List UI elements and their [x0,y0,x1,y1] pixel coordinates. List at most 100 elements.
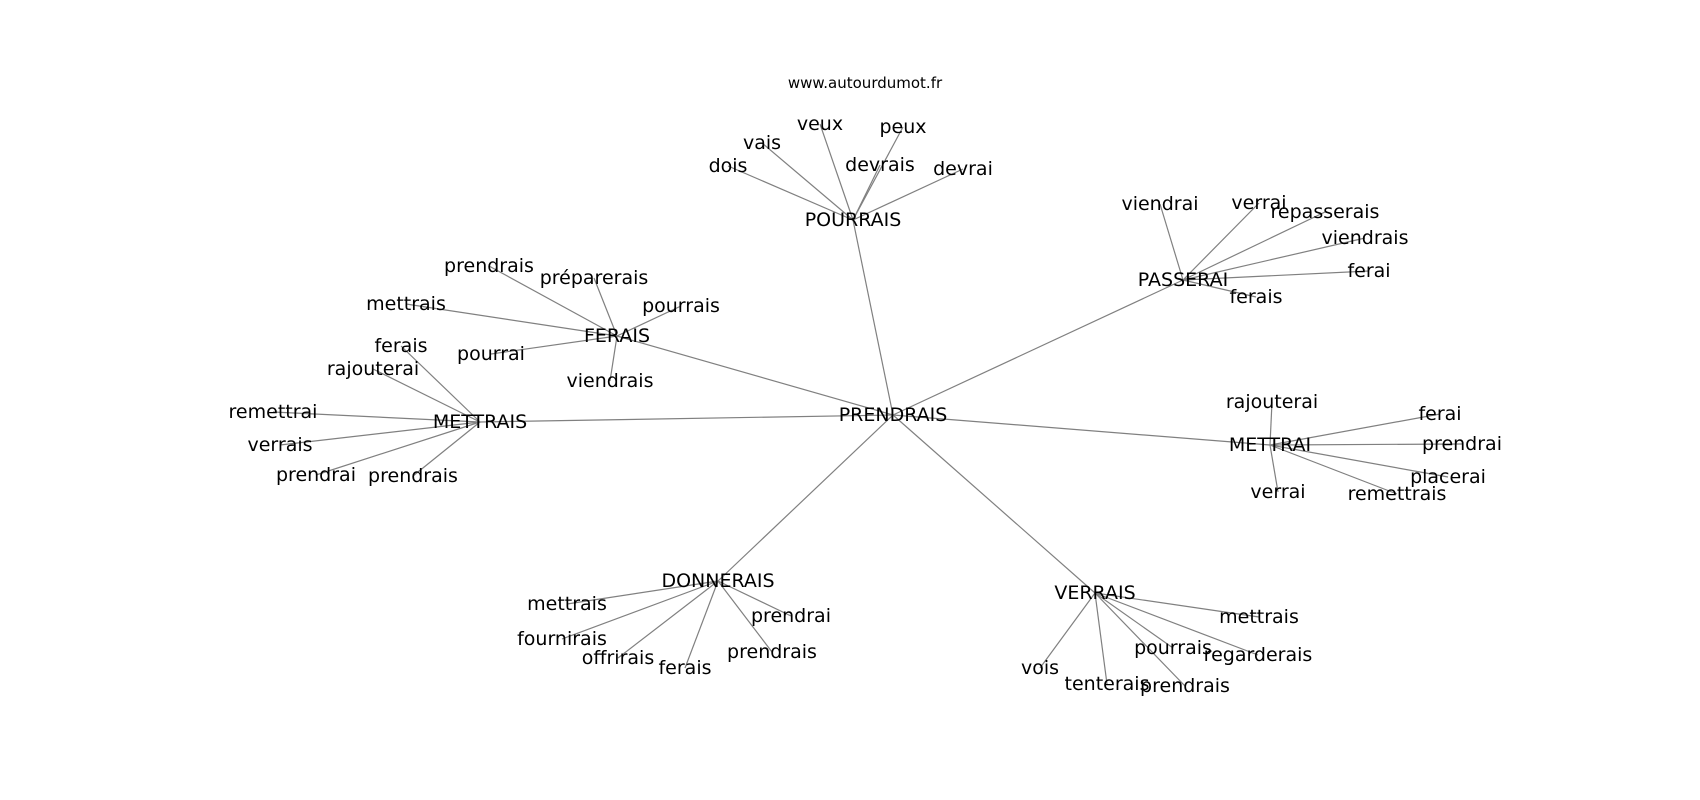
edge-passerai-leaf [1159,203,1184,281]
edge-donnerais-leaf [617,580,719,659]
leaf-node: pourrais [642,295,720,317]
leaf-node: verrai [1250,481,1305,503]
leaf-node: viendrais [567,370,654,392]
leaf-node: prendrais [1140,675,1230,697]
leaf-node: veux [797,113,843,135]
edge-verrais-leaf [1094,592,1108,685]
leaf-node: ferai [1418,403,1461,425]
edge-passerai-leaf [1182,202,1260,281]
edge-verrais-leaf [1094,592,1260,618]
leaf-node: dois [709,155,748,177]
edge-ferais-leaf [616,305,682,337]
edge-donnerais-leaf [561,580,719,640]
leaf-node: préparerais [540,267,649,289]
edge-pourrais-leaf [852,126,904,221]
center-node: PRENDRAIS [839,404,948,426]
hub-node-donnerais: DONNERAIS [661,570,774,592]
edge-mettrai-leaf [1269,401,1273,446]
edge-donnerais-leaf [717,580,792,617]
edge-mettrais-leaf [272,411,481,423]
edge-ferais-leaf [593,277,618,337]
edge-donnerais-leaf [717,580,773,653]
leaf-node: remettrais [1348,483,1447,505]
edge-ferais-leaf [609,335,618,382]
leaf-node: rajouterai [327,358,419,380]
edge-center-passerai [892,279,1184,416]
edge-mettrais-leaf [412,421,481,477]
leaf-node: vois [1021,657,1059,679]
leaf-node: rajouterai [1226,391,1318,413]
leaf-node: verrais [247,434,312,456]
edge-verrais-leaf [1094,592,1259,656]
edge-verrais-leaf [1039,592,1096,669]
leaf-node: placerai [1410,466,1486,488]
hub-node-verrais: VERRAIS [1054,582,1135,604]
leaf-node: remettrai [229,401,318,423]
edge-ferais-leaf [490,335,618,355]
leaf-node: mettrais [366,293,446,315]
leaf-node: pourrai [457,343,525,365]
leaf-node: vais [743,132,781,154]
edge-ferais-leaf [488,265,618,337]
edge-passerai-leaf [1182,279,1257,298]
source-credit: www.autourdumot.fr [788,74,943,92]
hub-node-pourrais: POURRAIS [805,209,902,231]
edge-passerai-leaf [1182,270,1370,281]
leaf-node: offrirais [582,647,654,669]
leaf-node: prendrais [444,255,534,277]
leaf-node: prendrai [751,605,831,627]
edge-center-pourrais [852,219,894,416]
edge-donnerais-leaf [684,580,719,669]
leaf-node: mettrais [527,593,607,615]
leaf-node: ferais [658,657,711,679]
edge-mettrais-leaf [279,421,481,446]
leaf-node: mettrais [1219,606,1299,628]
leaf-node: ferais [1229,286,1282,308]
leaf-node: ferais [374,335,427,357]
leaf-node: fournirais [517,628,607,650]
edge-mettrai-leaf [1269,443,1463,446]
leaf-node: ferai [1347,260,1390,282]
edge-passerai-leaf [1182,211,1326,281]
edge-mettrais-leaf [372,368,481,423]
edge-center-ferais [616,335,894,416]
hub-node-passerai: PASSERAI [1138,269,1228,291]
edge-center-mettrai [892,414,1271,446]
leaf-node: repasserais [1271,201,1380,223]
edge-mettrais-leaf [315,421,481,476]
edge-mettrai-leaf [1269,413,1441,446]
edge-ferais-leaf [405,303,618,337]
hub-node-mettrais: METTRAIS [433,411,527,433]
edge-pourrais-leaf [761,142,854,221]
leaf-node: prendrais [727,641,817,663]
edge-center-verrais [892,414,1096,594]
edge-verrais-leaf [1094,592,1174,649]
leaf-node: pourrais [1134,637,1212,659]
edge-pourrais-leaf [819,123,854,221]
leaf-node: prendrais [368,465,458,487]
edge-verrais-leaf [1094,592,1186,687]
edge-center-mettrais [479,414,894,423]
edge-center-donnerais [717,414,894,582]
leaf-node: viendrai [1121,193,1198,215]
leaf-node: viendrais [1322,227,1409,249]
leaf-node: prendrai [1422,433,1502,455]
edge-donnerais-leaf [566,580,719,605]
edge-pourrais-leaf [852,168,964,221]
hub-node-ferais: FERAIS [584,325,650,347]
edges-layer [272,123,1463,687]
leaf-node: prendrai [276,464,356,486]
edge-mettrais-leaf [400,345,481,423]
edge-mettrai-leaf [1269,444,1449,478]
leaf-node: regarderais [1204,644,1313,666]
edge-pourrais-leaf [852,164,881,221]
edge-pourrais-leaf [727,165,854,221]
edge-passerai-leaf [1182,237,1366,281]
edge-mettrai-leaf [1269,444,1279,493]
leaf-node: tenterais [1065,673,1150,695]
leaf-node: verrai [1231,192,1286,214]
edge-mettrai-leaf [1269,444,1398,495]
hub-node-mettrai: METTRAI [1229,434,1311,456]
